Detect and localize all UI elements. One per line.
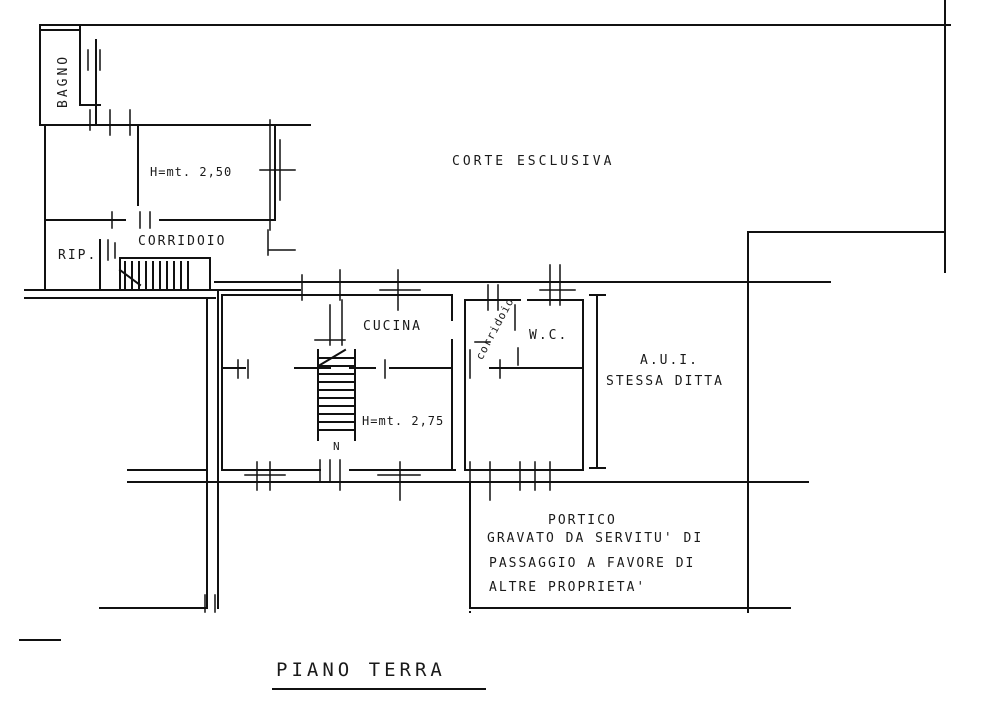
building-line [24,281,831,299]
room-label-corridoio: CORRIDOIO [138,234,227,249]
aui-bracket [589,294,606,469]
portico-line-3: PASSAGGIO A FAVORE DI [489,556,696,571]
portico-line-1: PORTICO [548,513,617,528]
height-label-kitchen: H=mt. 2,75 [362,414,445,428]
label-stessa-ditta: STESSA DITTA [606,374,724,389]
plan-title: PIANO TERRA [276,659,446,681]
portico-line-2: GRAVATO DA SERVITU' DI [487,531,704,546]
room-label-wc: W.C. [529,328,569,343]
room-label-rip: RIP. [58,248,98,263]
room-label-bagno: BAGNO [56,53,71,108]
portico-lines [127,469,809,609]
corridor-wc-walls [464,299,584,471]
stair-block-2 [317,348,356,441]
stair-marker: N [333,440,342,453]
upper-room-walls [44,124,276,221]
room-label-courtyard: CORTE ESCLUSIVA [452,154,615,169]
height-label-upper: H=mt. 2,50 [150,165,233,179]
courtyard-boundary [39,0,951,613]
left-passage-walls [99,289,219,609]
room-label-cucina: CUCINA [363,319,422,334]
misc-frame-lines [19,607,471,641]
bathroom-walls [39,24,311,126]
wall-ticks [87,49,576,613]
label-aui: A.U.I. [640,353,699,368]
stair-block-1 [118,261,189,289]
portico-line-4: ALTRE PROPRIETA' [489,580,647,595]
kitchen-walls [221,294,456,471]
title-underline [272,688,486,690]
